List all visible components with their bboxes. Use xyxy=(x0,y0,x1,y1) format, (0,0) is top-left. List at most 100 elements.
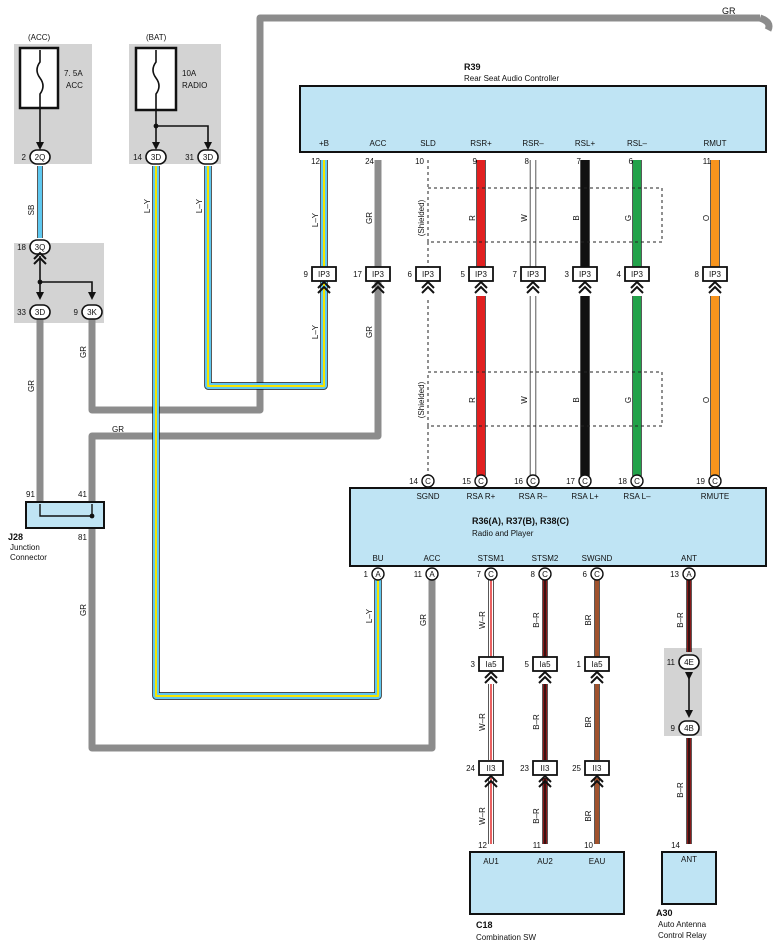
conn-ia5-2-num: 1 xyxy=(577,660,582,669)
top-gr-label: GR xyxy=(722,6,736,16)
r39-pin-7: RMUT xyxy=(703,139,726,148)
bat-fuse-symbol xyxy=(134,46,212,150)
r36-top-conn-5-letter: C xyxy=(712,477,718,486)
conn-ia5-arrow-2 xyxy=(590,670,604,684)
conn-3q-arrow xyxy=(33,251,47,265)
r36-box xyxy=(349,487,767,567)
label-shielded-bot: (Shielded) xyxy=(417,381,426,418)
r36-bot-conn-0-letter: A xyxy=(375,570,381,579)
r39-pin-3: RSR+ xyxy=(470,139,492,148)
label-ant-1: B–R xyxy=(676,612,685,628)
r36-bot-conn-1-letter: A xyxy=(429,570,435,579)
r36-top-conn-2-letter: C xyxy=(530,477,536,486)
conn-ii3-arrow-1 xyxy=(538,774,552,788)
r36-bot-conn-4: C6 xyxy=(583,567,604,581)
conn-2q-label: 2Q xyxy=(35,153,46,162)
colored-wires xyxy=(37,160,720,844)
label-sig-bot-1: W xyxy=(520,396,529,404)
r36-top-pin-2: RSA R– xyxy=(519,492,548,501)
conn-ip3-0-num: 9 xyxy=(304,270,309,279)
conn-3d-31-num: 31 xyxy=(185,153,194,162)
wire-ly-bu-stripe xyxy=(155,166,379,697)
conn-ip3-arrow-5 xyxy=(578,280,592,294)
c18-name: Combination SW xyxy=(476,933,536,942)
wire-ly-bu xyxy=(153,166,381,699)
bat-fuse-rating: 10A xyxy=(182,69,197,78)
conn-ia5-0-label: Ia5 xyxy=(485,660,497,669)
label-gr-lower: GR xyxy=(79,604,88,616)
r39-box xyxy=(299,85,767,153)
conn-4e-label: 4E xyxy=(684,658,694,667)
wire-ly-bu-outline xyxy=(152,166,382,700)
conn-ii3-2-num: 25 xyxy=(572,764,581,773)
r36-top-pin-1: RSA R+ xyxy=(467,492,496,501)
r36-bot-pin-4: SWGND xyxy=(582,554,613,563)
conn-ip3-6-label: IP3 xyxy=(631,270,644,279)
shield-boxes xyxy=(427,160,663,476)
label-br-2: B–R xyxy=(532,714,541,730)
acc-fuse-name: ACC xyxy=(66,81,83,90)
label-ly-b: L–Y xyxy=(195,198,204,213)
j28-name2: Connector xyxy=(10,553,47,562)
j28-code: J28 xyxy=(8,532,23,542)
r36-top-pin-5: RMUTE xyxy=(701,492,729,501)
conn-ii3-0-label: II3 xyxy=(487,764,496,773)
r39-num-5: 7 xyxy=(577,157,582,166)
r39-pin-6: RSL– xyxy=(627,139,648,148)
r36-top-conn-1-letter: C xyxy=(478,477,484,486)
r36-bot-conn-3-num: 8 xyxy=(531,570,536,579)
conn-ip3-arrow-0 xyxy=(317,280,331,294)
r36-bot-pin-0: BU xyxy=(372,554,383,563)
conn-ip3-5-label: IP3 xyxy=(579,270,592,279)
conn-ip3-0-label: IP3 xyxy=(318,270,331,279)
r39-pin-1: ACC xyxy=(370,139,387,148)
r36-top-conn-1-num: 15 xyxy=(462,477,471,486)
bat-fuse-name: RADIO xyxy=(182,81,207,90)
conn-3q-num: 18 xyxy=(17,243,26,252)
r36-top-conn-3-num: 17 xyxy=(566,477,575,486)
label-sig-bot-2: B xyxy=(572,397,581,402)
conn-3d-left: 3D 33 xyxy=(17,304,51,320)
a30-name1: Auto Antenna xyxy=(658,920,707,929)
j28-dot xyxy=(89,513,95,519)
labels: +B12ACC24SLD10RSR+9RSR–8RSL+7RSL–6RMUT11… xyxy=(27,139,729,866)
label-gr-left: GR xyxy=(27,380,36,392)
conn-4b: 4B9 xyxy=(671,720,700,736)
j28-pin-41: 41 xyxy=(78,490,87,499)
conn-ii3-1-label: II3 xyxy=(541,764,550,773)
a30-num: 14 xyxy=(671,841,680,850)
conn-ip3-1-num: 17 xyxy=(353,270,362,279)
c18-num-2: 10 xyxy=(584,841,593,850)
a30-name2: Control Relay xyxy=(658,931,706,940)
conn-ii3-arrow-0 xyxy=(484,774,498,788)
conn-3d-left-label: 3D xyxy=(35,308,45,317)
conn-ia5-1-num: 5 xyxy=(525,660,530,669)
j28-pin-91: 91 xyxy=(26,490,35,499)
label-brn-2: BR xyxy=(584,716,593,727)
conn-ia5-0-num: 3 xyxy=(471,660,476,669)
r39-pin-2: SLD xyxy=(420,139,436,148)
r36-bot-conn-1: A11 xyxy=(414,567,439,581)
r36-top-pin-4: RSA L– xyxy=(623,492,651,501)
conn-ip3-arrow-2 xyxy=(421,280,435,294)
conn-3d-left-num: 33 xyxy=(17,308,26,317)
r39-num-7: 11 xyxy=(703,157,712,166)
r36-top-conn-5-num: 19 xyxy=(696,477,705,486)
label-sig-bot-4: O xyxy=(702,397,711,403)
label-ly-bu: L–Y xyxy=(143,198,152,213)
c18-num-0: 12 xyxy=(478,841,487,850)
junction-branch xyxy=(36,256,96,300)
r39-pin-0: +B xyxy=(319,139,329,148)
a30-code: A30 xyxy=(656,908,673,918)
conn-ip3-arrow-1 xyxy=(371,280,385,294)
conn-ip3-arrow-7 xyxy=(708,280,722,294)
